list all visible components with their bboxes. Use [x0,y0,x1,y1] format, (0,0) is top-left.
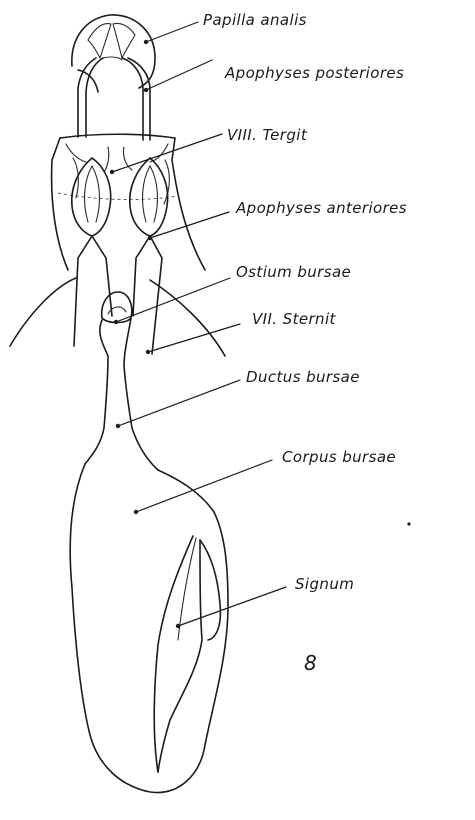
ductus-bursae-structure [85,318,158,470]
label-ostium-bursae: Ostium bursae [236,263,351,281]
apophyses-posteriores-structure [78,58,150,140]
leader-signum [176,587,286,628]
label-apophyses-anteriores: Apophyses anteriores [235,199,407,217]
leader-viii-tergit [110,134,222,174]
figure-number: 8 [304,651,317,675]
leader-vii-sternit [146,324,240,354]
vii-sternit-structure [10,278,225,356]
label-ductus-bursae: Ductus bursae [246,368,360,386]
label-signum: Signum [295,575,354,593]
label-vii-sternit: VII. Sternit [252,310,337,328]
speck-mark [407,522,410,525]
corpus-bursae-structure [70,464,228,793]
viii-tergit-structure [52,134,205,270]
label-apophyses-posteriores: Apophyses posteriores [224,64,404,82]
signum-structure [154,536,220,772]
leader-corpus-bursae [134,460,272,514]
label-viii-tergit: VIII. Tergit [227,126,308,144]
label-corpus-bursae: Corpus bursae [282,448,396,466]
apophyses-anteriores-structure [72,158,168,354]
leader-ductus-bursae [116,380,240,428]
label-papilla-analis: Papilla analis [203,11,307,29]
